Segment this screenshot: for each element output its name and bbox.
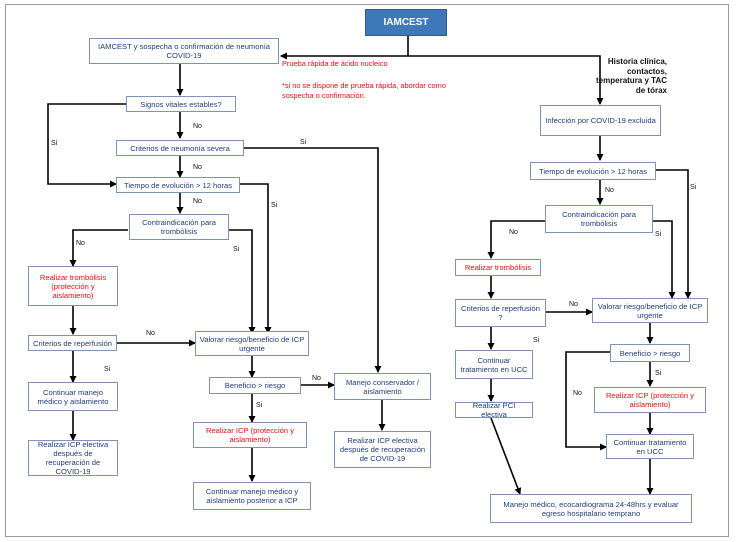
- signos-vitales-box: Signos vitales estables?: [126, 96, 236, 112]
- label-no: No: [605, 187, 614, 194]
- label-si: Si: [233, 246, 240, 253]
- label-no: No: [146, 330, 155, 337]
- criterios-reperfusion-right-box: Criterios de reperfusión ?: [455, 299, 546, 327]
- label-no: No: [569, 301, 578, 308]
- label-no: No: [193, 123, 202, 130]
- label-si: Si: [51, 140, 58, 147]
- iamcest-title: IAMCEST: [365, 9, 447, 36]
- label-no: No: [312, 375, 321, 382]
- criterios-reperfusion-left-box: Criterios de reperfusión: [28, 335, 117, 351]
- icp-electiva-left-box: Realizar ICP electiva después de recuper…: [28, 440, 118, 476]
- historia-clinica-info: Historia clínica, contactos, temperatura…: [596, 57, 667, 95]
- label-si: Si: [655, 231, 662, 238]
- contraindicacion-right-box: Contraindicación para trombólisis: [545, 205, 653, 233]
- tiempo-evolucion-left-box: Tiempo de evolución > 12 horas: [116, 177, 240, 193]
- label-si: Si: [655, 370, 662, 377]
- label-no: No: [193, 198, 202, 205]
- no-dispone-note: *si no se dispone de prueba rápida, abor…: [282, 81, 446, 100]
- realizar-trombolisis-right-box: Realizar trombólisis: [455, 259, 541, 276]
- diagram-frame: [5, 4, 729, 537]
- label-si: Si: [271, 202, 278, 209]
- realizar-icp-left-box: Realizar ICP (protección y aislamiento): [193, 422, 307, 448]
- covid-excluida-box: Infección por COVID-19 excluida: [540, 105, 661, 136]
- beneficio-riesgo-right-box: Beneficio > riesgo: [610, 344, 690, 362]
- label-si: Si: [256, 402, 263, 409]
- sospecha-covid-box: IAMCEST y sospecha o confirmación de neu…: [89, 38, 279, 64]
- label-si: Si: [690, 184, 697, 191]
- continuar-ucc-2-box: Continuar tratamiento en UCC: [606, 434, 694, 459]
- label-no: No: [193, 164, 202, 171]
- criterios-neumonia-box: Criterios de neumonía severa: [116, 140, 244, 156]
- label-si: Si: [104, 366, 111, 373]
- valorar-riesgo-right-box: Valorar riesgo/beneficio de ICP urgente: [592, 298, 708, 323]
- manejo-medico-ecocardiograma-box: Manejo médico, ecocardiograma 24-48hrs y…: [490, 494, 692, 523]
- realizar-trombolisis-left-box: Realizar trombólisis (protección y aisla…: [28, 266, 118, 306]
- continuar-manejo-posterior-box: Continuar manejo médico y aislamiento po…: [193, 482, 311, 510]
- continuar-manejo-box: Continuar manejo médico y aislamiento: [28, 382, 118, 411]
- manejo-conservador-box: Manejo conservador / aislamiento: [334, 373, 431, 400]
- prueba-rapida-note: Prueba rápida de ácido nucleico: [282, 59, 388, 68]
- label-si: Si: [300, 139, 307, 146]
- label-no: No: [76, 240, 85, 247]
- continuar-ucc-box: Continuar tratamiento en UCC: [455, 350, 533, 379]
- tiempo-evolucion-right-box: Tiempo de evolución > 12 horas: [530, 162, 656, 180]
- label-si: Si: [533, 337, 540, 344]
- valorar-riesgo-left-box: Valorar riesgo/beneficio de ICP urgente: [195, 331, 309, 356]
- beneficio-riesgo-left-box: Beneficio > riesgo: [209, 377, 301, 394]
- pci-electiva-box: Realizar PCI electiva: [455, 401, 533, 419]
- realizar-icp-right-box: Realizar ICP (protección y aislamiento): [594, 387, 706, 413]
- label-no: No: [509, 229, 518, 236]
- label-no: No: [573, 390, 582, 397]
- contraindicacion-left-box: Contraindicación para trombólisis: [129, 214, 229, 240]
- icp-electiva-conservador-box: Realizar ICP electiva después de recuper…: [334, 431, 431, 468]
